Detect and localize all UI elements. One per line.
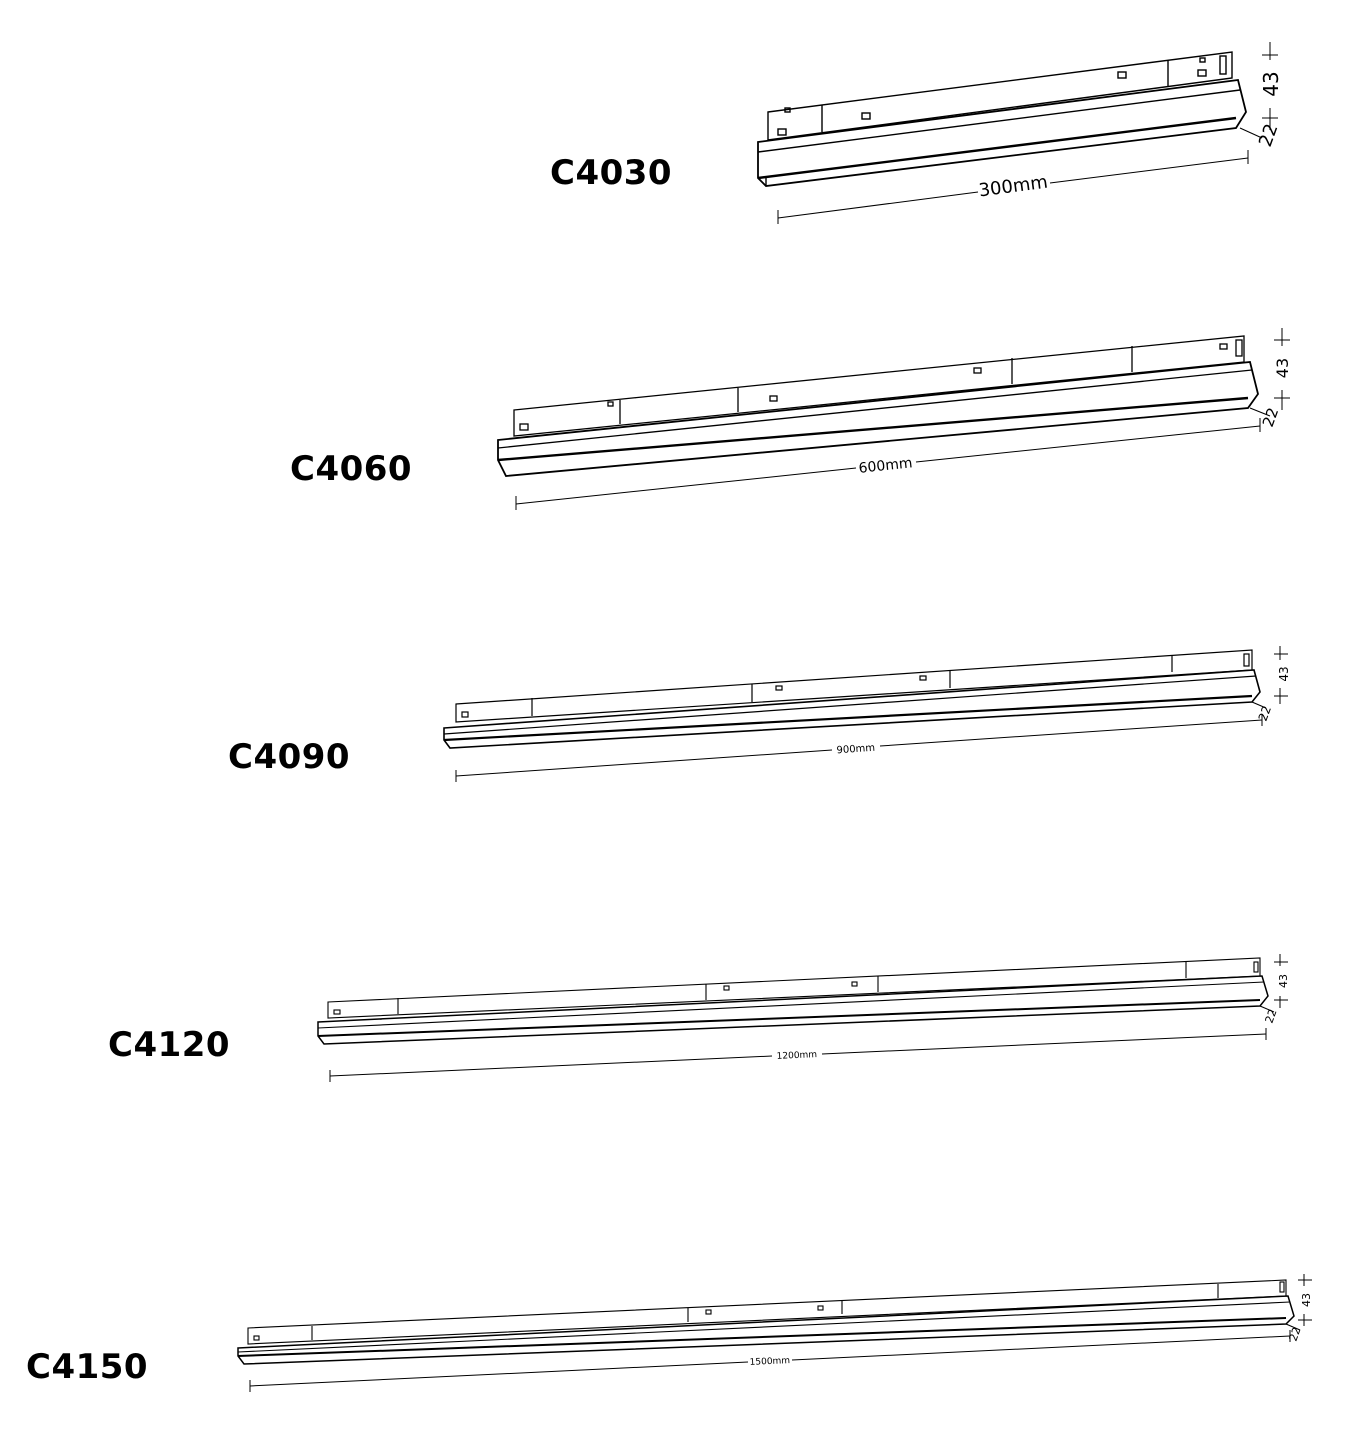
model-label-c4150: C4150 xyxy=(26,1347,149,1387)
model-label-c4060: C4060 xyxy=(290,449,413,489)
model-label-c4030: C4030 xyxy=(550,153,673,193)
height-label-c4030: 43 xyxy=(1259,71,1283,96)
fixture-c4150 xyxy=(237,1274,1312,1392)
depth-label-c4030: 22 xyxy=(1255,121,1283,150)
length-label-c4150: 1500mm xyxy=(749,1356,790,1368)
height-label-c4120: 43 xyxy=(1277,974,1290,988)
length-label-c4060: 600mm xyxy=(858,455,913,477)
depth-label-c4150: 22 xyxy=(1287,1325,1304,1343)
fixture-c4120 xyxy=(317,954,1288,1082)
length-label-c4030: 300mm xyxy=(977,172,1049,202)
housing-c4030 xyxy=(767,51,1233,141)
height-label-c4150: 43 xyxy=(1300,1293,1313,1307)
fixture-c4060 xyxy=(497,328,1290,510)
depth-label-c4120: 22 xyxy=(1263,1007,1280,1025)
model-label-c4090: C4090 xyxy=(228,737,351,777)
depth-label-c4060: 22 xyxy=(1259,405,1282,429)
height-label-c4090: 43 xyxy=(1277,666,1291,681)
fixture-c4090 xyxy=(443,646,1288,782)
height-label-c4060: 43 xyxy=(1273,358,1292,378)
model-label-c4120: C4120 xyxy=(108,1025,231,1065)
length-label-c4090: 900mm xyxy=(836,743,875,757)
depth-label-c4090: 22 xyxy=(1256,704,1274,723)
length-label-c4120: 1200mm xyxy=(776,1050,817,1062)
fixture-c4030 xyxy=(757,42,1278,224)
